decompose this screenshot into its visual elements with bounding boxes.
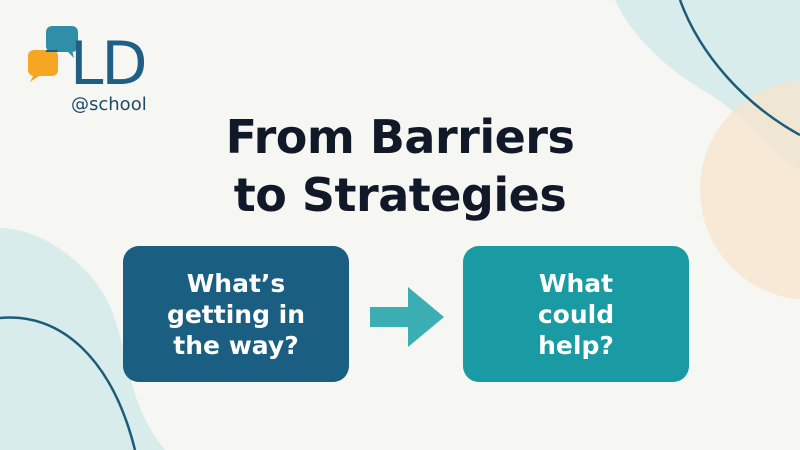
peach-circle: [700, 80, 800, 300]
logo-subtitle: @school: [71, 94, 147, 115]
logo-mark: LD: [70, 29, 148, 99]
title-line-2: to Strategies: [233, 168, 567, 222]
top-right-curve-line: [678, 0, 800, 137]
ld-school-logo: LD @school: [28, 22, 168, 122]
strategies-card: What could help?: [463, 246, 689, 382]
barriers-card: What’s getting in the way?: [123, 246, 349, 382]
bottom-left-blob: [0, 228, 165, 450]
right-arrow-icon: [370, 287, 444, 347]
speech-bubbles-icon: [28, 26, 78, 82]
page-title: From Barriers to Strategies: [0, 108, 800, 224]
title-line-1: From Barriers: [225, 110, 575, 164]
bottom-left-curve-line: [0, 316, 137, 450]
